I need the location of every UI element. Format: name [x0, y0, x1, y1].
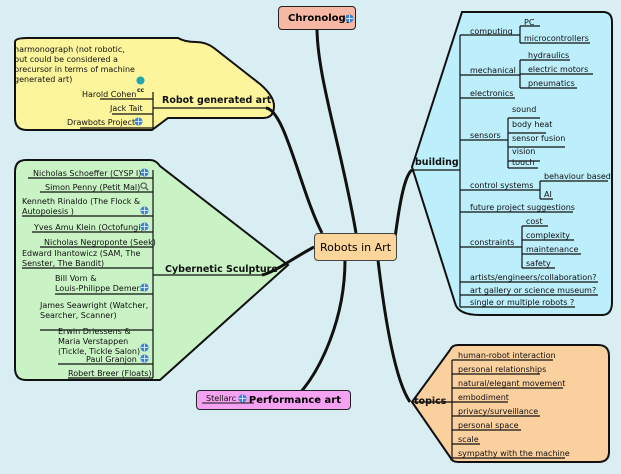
performance-label: Performance art — [248, 394, 341, 406]
topic-item[interactable]: human-robot interaction — [458, 351, 556, 360]
artist-driessens-line[interactable]: (Tickle, Tickle Salon) — [58, 347, 141, 356]
link-icon[interactable] — [140, 168, 149, 177]
mechanical-pneumatics[interactable]: pneumatics — [528, 79, 575, 88]
control-label[interactable]: control systems — [470, 181, 534, 190]
artist-granjon[interactable]: Paul Granjon — [86, 355, 137, 364]
mechanical-label[interactable]: mechanical — [470, 66, 516, 75]
link-robot-generated — [265, 106, 324, 234]
harold-cohen[interactable]: Harold Cohen — [82, 90, 137, 99]
link-building — [393, 168, 414, 239]
link-performance — [298, 259, 347, 394]
sensors-body-heat[interactable]: body heat — [512, 120, 553, 129]
sensors-fusion[interactable]: sensor fusion — [512, 134, 566, 143]
robot-gen-tree — [80, 92, 266, 129]
topic-item[interactable]: scale — [458, 435, 479, 444]
constraints-cost[interactable]: cost — [526, 217, 543, 226]
constraints-label[interactable]: constraints — [470, 238, 515, 247]
constraints-complexity[interactable]: complexity — [526, 231, 570, 240]
gallery-label[interactable]: art gallery or science museum? — [470, 286, 597, 295]
cyber-tree — [22, 170, 262, 379]
stelarc-underline — [202, 402, 254, 404]
artist-ihnatowicz-line[interactable]: Senster, The Bandit) — [22, 259, 105, 268]
mechanical-motors[interactable]: electric motors — [528, 65, 589, 74]
constraints-maintenance[interactable]: maintenance — [526, 245, 579, 254]
topics-tree — [412, 359, 565, 459]
link-icon[interactable] — [238, 394, 247, 403]
future-label[interactable]: future project suggestions — [470, 203, 575, 212]
artist-klein[interactable]: Yves Amu Klein (Octofungi) — [34, 223, 144, 232]
artist-seawright-line[interactable]: James Seawright (Watcher, — [40, 301, 149, 310]
artist-driessens-line[interactable]: Maria Verstappen — [58, 337, 129, 346]
jack-tait[interactable]: Jack Tait — [110, 104, 143, 113]
topic-item[interactable]: privacy/surveillance — [458, 407, 539, 416]
link-chronology — [315, 29, 358, 234]
control-ai[interactable]: AI — [544, 190, 552, 199]
sensors-label[interactable]: sensors — [470, 131, 501, 140]
link-topics — [376, 259, 412, 403]
artist-breer[interactable]: Robert Breer (Floats) — [68, 369, 152, 378]
central-label: Robots in Art — [319, 240, 392, 254]
cybernetic-panel — [14, 159, 290, 381]
artist-rinaldo-line[interactable]: Autopoiesis ) — [22, 207, 74, 216]
performance-node[interactable]: Performance art — [196, 390, 351, 410]
chronology-node[interactable]: Chronology — [278, 6, 356, 30]
control-behaviour[interactable]: behaviour based — [544, 172, 611, 181]
artist-vorn-line[interactable]: Louis-Philippe Demers — [55, 284, 144, 293]
computing-label[interactable]: computing — [470, 27, 513, 36]
harmonograph-note-line[interactable]: precursor in terms of machine — [14, 65, 135, 74]
collab-label[interactable]: artists/engineers/collaboration? — [470, 273, 597, 282]
artist-schoeffer[interactable]: Nicholas Schoeffer (CYSP I) — [33, 169, 142, 178]
harmonograph-note-line[interactable]: generated art) — [14, 75, 73, 84]
single-label[interactable]: single or multiple robots ? — [470, 298, 575, 307]
artist-vorn-line[interactable]: Bill Vorn & — [55, 274, 97, 283]
computing-pc[interactable]: PC — [524, 18, 535, 27]
artist-ihnatowicz-line[interactable]: Edward Ihantowicz (SAM, The — [22, 249, 141, 258]
chronology-label: Chronology — [288, 12, 353, 24]
link-icon[interactable] — [140, 283, 149, 292]
link-icon[interactable] — [140, 222, 149, 231]
artist-penny[interactable]: Simon Penny (Petit Mal) — [45, 183, 141, 192]
harmonograph-note-line[interactable]: but could be considered a — [14, 55, 118, 64]
drawbots-project[interactable]: Drawbots Project — [67, 118, 136, 127]
artist-negroponte[interactable]: Nicholas Negroponte (Seek) — [44, 238, 156, 247]
cybernetic-title[interactable]: Cybernetic Sculpture — [165, 264, 278, 275]
topic-item[interactable]: personal space — [458, 421, 519, 430]
building-tree — [412, 25, 608, 308]
electronics-label[interactable]: electronics — [470, 89, 514, 98]
link-icon[interactable] — [140, 354, 149, 363]
topic-item[interactable]: natural/elegant movement — [458, 379, 566, 388]
topics-title[interactable]: topics — [414, 396, 447, 407]
robot-generated-title[interactable]: Robot generated art — [162, 95, 272, 106]
link-icon[interactable] — [345, 14, 354, 23]
sensors-vision[interactable]: vision — [512, 147, 536, 156]
constraints-safety[interactable]: safety — [526, 259, 551, 268]
computing-microcontrollers[interactable]: microcontrollers — [524, 34, 589, 43]
link-icon[interactable] — [140, 343, 149, 352]
topic-item[interactable]: embodiment — [458, 393, 509, 402]
artist-seawright-line[interactable]: Searcher, Scanner) — [40, 311, 117, 320]
link-cybernetic — [261, 245, 315, 277]
artist-driessens-line[interactable]: Erwin Driessens & — [58, 327, 131, 336]
mechanical-hydraulics[interactable]: hydraulics — [528, 51, 570, 60]
sensors-touch[interactable]: touch — [512, 158, 535, 167]
artist-rinaldo-line[interactable]: Kenneth Rinaldo (The Flock & — [22, 197, 141, 206]
robot-generated-panel — [14, 37, 276, 131]
magnifier-icon[interactable] — [140, 182, 149, 191]
sensors-sound[interactable]: sound — [512, 105, 537, 114]
building-title[interactable]: building — [415, 157, 459, 168]
link-icon[interactable] — [134, 117, 143, 126]
topic-item[interactable]: personal relationships — [458, 365, 547, 374]
link-icon[interactable] — [140, 206, 149, 215]
stelarc-label[interactable]: Stellarc — [206, 394, 236, 403]
central-node[interactable]: Robots in Art — [314, 233, 397, 261]
cc-badge: cc — [137, 87, 145, 94]
topic-item[interactable]: sympathy with the machine — [458, 449, 570, 458]
link-icon[interactable] — [136, 76, 145, 85]
harmonograph-note-line[interactable]: harmonograph (not robotic, — [14, 45, 125, 54]
